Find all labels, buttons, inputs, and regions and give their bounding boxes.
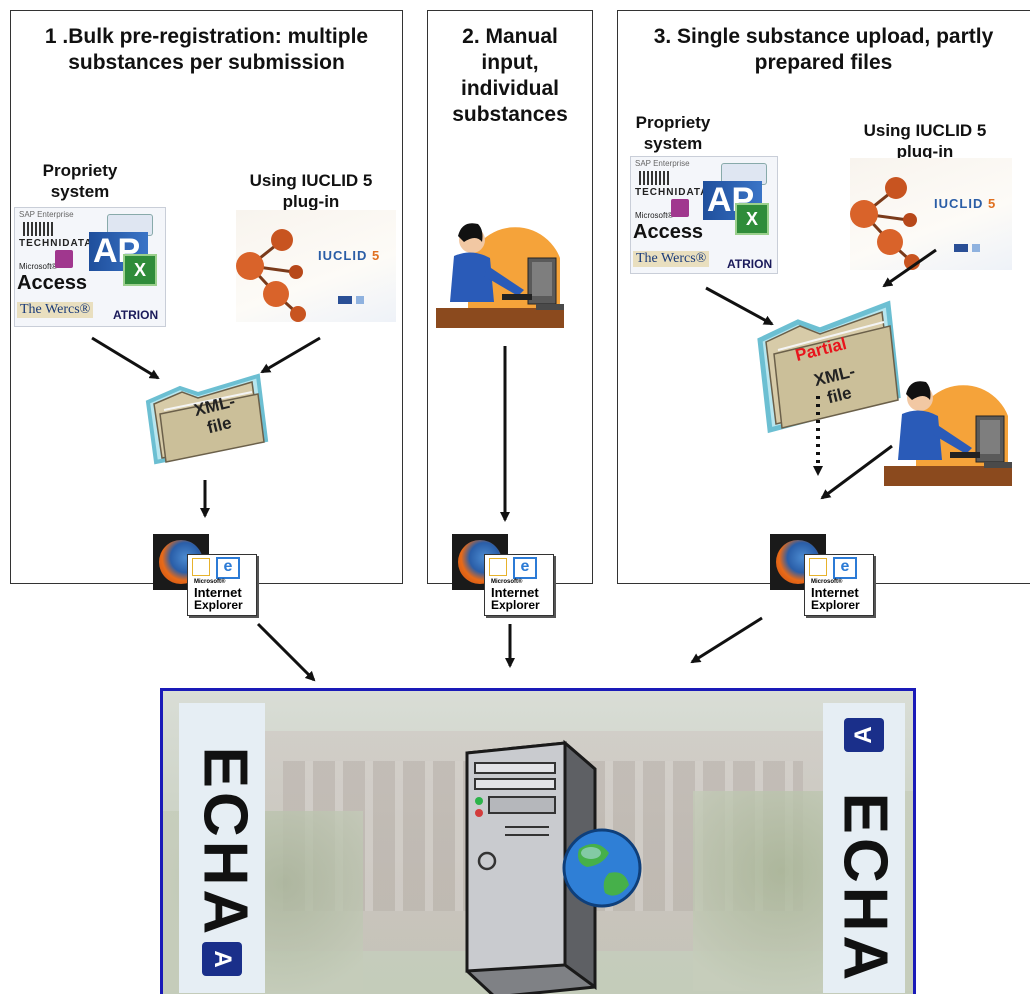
microsoft-label: Microsoft®: [19, 262, 58, 271]
propriety-system-label: Propriety system: [635, 113, 711, 153]
wercs-logo: The Wercs®: [633, 251, 710, 267]
echa-banner-left: ECHA A: [179, 703, 265, 993]
ie-explorer-text: Explorer: [194, 598, 243, 612]
browser-icons: e Microsoft® Internet Explorer: [452, 534, 562, 616]
arrow-browser3-to-echa: [690, 616, 763, 664]
xml-file-folder-icon: [145, 373, 269, 465]
iuclid-plugin-graphic: IUCLID 5: [236, 210, 396, 322]
atrion-logo: ATRION: [727, 257, 773, 271]
arrow-propriety-to-xml: [91, 336, 160, 380]
arrow-iuclid-to-xml: [260, 336, 321, 374]
ie-explorer-text: Explorer: [811, 598, 860, 612]
excel-icon: X: [123, 254, 157, 286]
microsoft-label: Microsoft®: [635, 211, 674, 220]
internet-explorer-icon: e Microsoft® Internet Explorer: [187, 554, 257, 616]
ie-internet-text: Internet: [811, 585, 859, 600]
technidata-logo: TECHNIDATA: [19, 238, 93, 249]
ie-explorer-text: Explorer: [491, 598, 540, 612]
ie-internet-text: Internet: [491, 585, 539, 600]
echa-logo-right: ECHA: [830, 792, 900, 985]
ie-microsoft-text: Microsoft®: [811, 579, 843, 585]
iuclid-molecule-icon: [236, 229, 364, 322]
internet-explorer-icon: e Microsoft® Internet Explorer: [804, 554, 874, 616]
access-key-icon: [671, 199, 689, 217]
panel-3-title: 3. Single substance upload, partly prepa…: [653, 25, 994, 74]
browser-icons: e Microsoft® Internet Explorer: [153, 534, 263, 616]
echa-emblem-icon: A: [844, 718, 884, 752]
iuclid-version: 5: [987, 196, 997, 211]
access-key-icon: [55, 250, 73, 268]
globe-icon: [562, 828, 642, 908]
person-at-computer-icon: [884, 381, 1012, 486]
ie-microsoft-text: Microsoft®: [194, 579, 226, 585]
ie-microsoft-text: Microsoft®: [491, 579, 523, 585]
arrow-person-to-browser: [820, 444, 893, 500]
arrow-browser1-to-echa: [256, 622, 316, 682]
panel-single-substance-upload: [617, 10, 1030, 584]
arrow-propriety-to-partial: [705, 286, 774, 326]
iuclid-plugin-label: Using IUCLID 5 plug-in: [863, 121, 987, 161]
partial-xml-file-folder-icon: [757, 300, 901, 434]
iuclid-name: IUCLID: [318, 248, 368, 263]
panel-1-title: 1 .Bulk pre-registration: multiple subst…: [44, 25, 369, 74]
iuclid-name: IUCLID: [934, 196, 984, 211]
ie-internet-text: Internet: [194, 585, 242, 600]
propriety-software-collage: SAP Enterprise TECHNIDATA AP Microsoft® …: [630, 156, 778, 274]
browser-icons: e Microsoft® Internet Explorer: [770, 534, 880, 616]
iuclid-molecule-icon: [850, 177, 980, 270]
iuclid-version: 5: [371, 248, 381, 263]
technidata-logo: TECHNIDATA: [635, 187, 709, 198]
server-tower-icon: [465, 739, 597, 994]
propriety-software-collage: SAP Enterprise TECHNIDATA AP Microsoft® …: [14, 207, 166, 327]
propriety-system-label: Propriety system: [42, 161, 118, 201]
person-at-computer-icon: [436, 223, 564, 328]
echa-banner-right: A ECHA: [823, 703, 905, 993]
iuclid-plugin-label: Using IUCLID 5 plug-in: [249, 171, 373, 211]
access-logo: Access: [17, 272, 88, 294]
internet-explorer-icon: e Microsoft® Internet Explorer: [484, 554, 554, 616]
iuclid-plugin-graphic: IUCLID 5: [850, 158, 1012, 270]
arrow-iuclid-to-partial: [882, 248, 937, 288]
echa-logo-left: ECHA: [190, 746, 260, 939]
excel-icon: X: [735, 203, 769, 235]
echa-server-frame: ECHA A A ECHA: [160, 688, 916, 994]
wercs-logo: The Wercs®: [17, 302, 94, 318]
panel-2-title: 2. Manual input, individual substances: [452, 25, 568, 126]
access-logo: Access: [633, 221, 704, 243]
echa-emblem-icon: A: [202, 942, 242, 976]
atrion-logo: ATRION: [113, 308, 159, 322]
